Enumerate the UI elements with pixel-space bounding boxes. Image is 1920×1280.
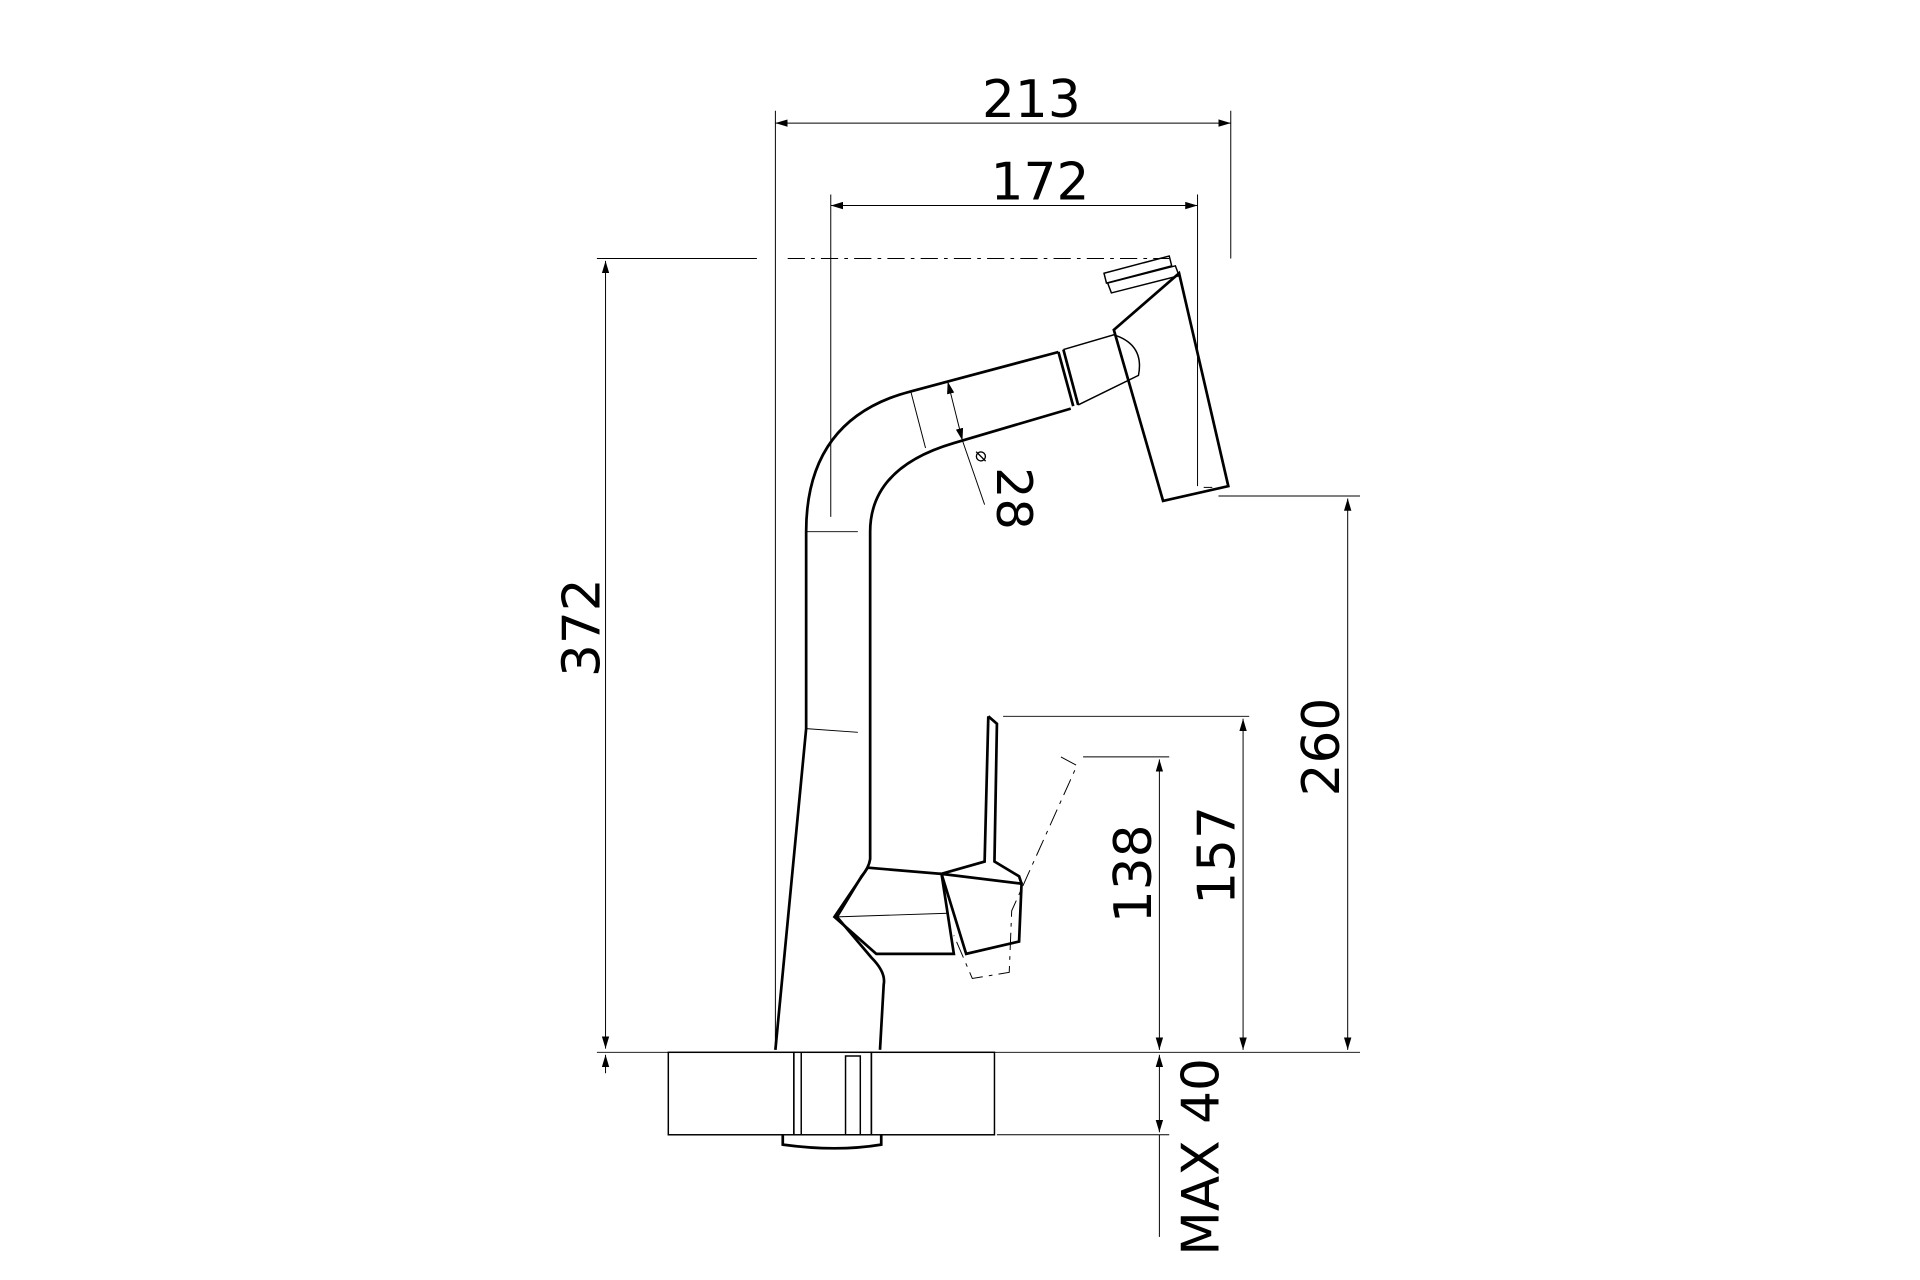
dimension-label: 28 [985, 467, 1043, 530]
countertop-section [667, 1051, 996, 1150]
dimension-diameter-28: 28 ⌀ [947, 381, 1043, 530]
faucet-lever [832, 715, 1078, 980]
dimension-172: 172 [830, 152, 1199, 517]
dimension-label: 138 [1104, 825, 1164, 924]
dimension-157: 157 [1003, 715, 1250, 1050]
dimension-label: MAX 40 [1171, 1058, 1231, 1256]
dimension-label: 372 [552, 578, 612, 677]
faucet-body [774, 255, 1230, 1050]
dimension-138: 138 [1083, 756, 1170, 1050]
dimension-max-40: MAX 40 [996, 1054, 1231, 1256]
diameter-symbol-icon: ⌀ [971, 450, 994, 462]
dimension-213: 213 [774, 70, 1232, 1049]
dimension-372: 372 [552, 257, 1170, 1049]
dimension-label: 260 [1292, 698, 1352, 797]
dimension-label: 157 [1187, 806, 1247, 905]
dimension-260: 260 [1218, 495, 1360, 1050]
dimension-label: 172 [991, 152, 1090, 212]
dimension-label: 213 [982, 70, 1081, 130]
